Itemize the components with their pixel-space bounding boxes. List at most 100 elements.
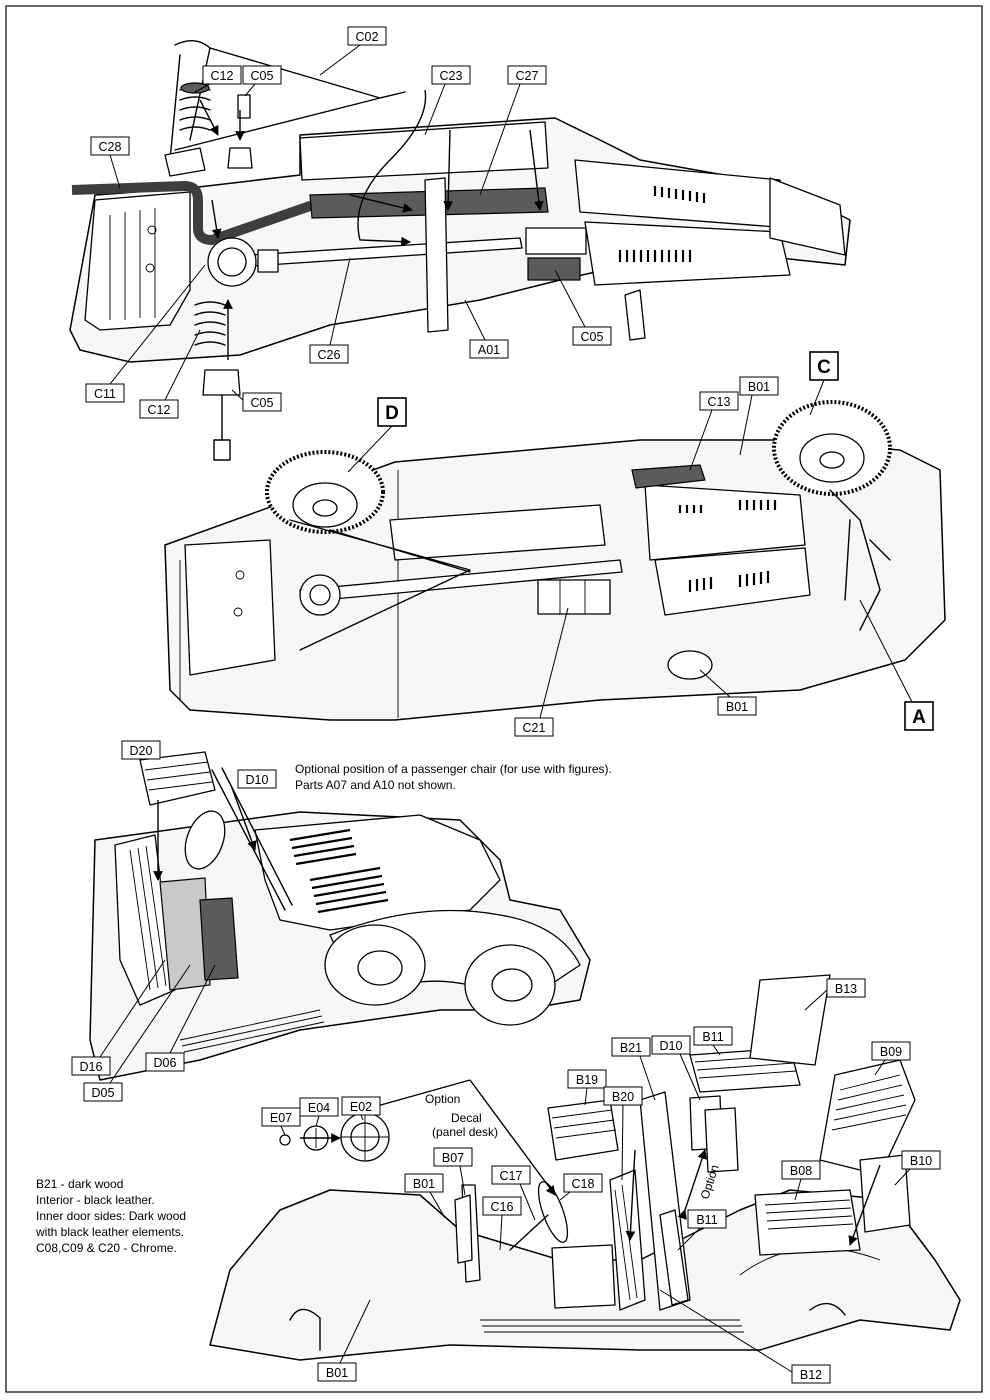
callout-e07: E07 <box>261 1107 301 1136</box>
svg-text:B01: B01 <box>726 700 748 714</box>
svg-text:B01: B01 <box>413 1177 435 1191</box>
paint-note-line1: B21 - dark wood <box>36 1177 123 1191</box>
svg-text:E02: E02 <box>350 1100 372 1114</box>
passenger-chair-note-line2: Parts A07 and A10 not shown. <box>295 778 456 792</box>
callout-d05: D05 <box>83 964 191 1102</box>
svg-text:C02: C02 <box>356 30 379 44</box>
svg-text:B11: B11 <box>696 1213 717 1227</box>
callout-c02: C02 <box>319 26 387 76</box>
callout-b09: B09 <box>871 1041 911 1076</box>
svg-text:C17: C17 <box>500 1169 523 1183</box>
svg-text:B21: B21 <box>620 1041 642 1055</box>
svg-text:C05: C05 <box>581 330 604 344</box>
section-marker-d: D <box>347 397 407 473</box>
callout-c05-mid: C05 <box>554 269 612 346</box>
svg-text:C05: C05 <box>251 69 274 83</box>
callout-c16: C16 <box>482 1196 522 1251</box>
callout-b11-side: B11 <box>677 1209 727 1251</box>
svg-text:D06: D06 <box>154 1056 177 1070</box>
svg-text:B07: B07 <box>442 1151 464 1165</box>
svg-text:B08: B08 <box>790 1164 812 1178</box>
svg-text:B01: B01 <box>748 380 770 394</box>
callout-e04: E04 <box>299 1097 339 1127</box>
callout-b21: B21 <box>611 1037 656 1101</box>
callout-b20: B20 <box>603 1086 643 1181</box>
callout-c26: C26 <box>309 257 351 364</box>
callout-d20: D20 <box>121 740 161 760</box>
callout-b19: B19 <box>567 1069 607 1106</box>
svg-text:A01: A01 <box>478 343 500 357</box>
louvers-top <box>618 186 706 262</box>
callout-d10-body: D10 <box>651 1035 701 1101</box>
interior-view-drawing <box>89 751 591 1081</box>
svg-text:D: D <box>385 403 399 424</box>
svg-text:A: A <box>912 707 926 728</box>
callout-c18: C18 <box>559 1173 603 1201</box>
callout-c05-top: C05 <box>242 65 282 97</box>
svg-text:C11: C11 <box>94 387 116 401</box>
svg-text:D20: D20 <box>130 744 153 758</box>
svg-text:C21: C21 <box>523 721 546 735</box>
svg-text:B19: B19 <box>576 1073 598 1087</box>
callout-c05-bottom: C05 <box>231 389 282 412</box>
callout-d16: D16 <box>71 959 166 1076</box>
svg-text:D10: D10 <box>660 1039 683 1053</box>
decal-label-line2: (panel desk) <box>432 1125 498 1139</box>
body-assembly-drawing <box>209 974 961 1361</box>
svg-text:C28: C28 <box>99 140 122 154</box>
callout-b01-bottom: B01 <box>317 1299 371 1382</box>
callout-c12-bottom: C12 <box>139 329 201 419</box>
callout-b11-top: B11 <box>693 1026 733 1056</box>
callout-b01-left: B01 <box>404 1173 446 1219</box>
svg-text:D05: D05 <box>92 1086 115 1100</box>
svg-text:C26: C26 <box>318 348 341 362</box>
callout-c17: C17 <box>491 1165 536 1221</box>
svg-text:B13: B13 <box>835 982 857 996</box>
section-marker-a: A <box>859 599 934 731</box>
option-label-top: Option <box>425 1092 460 1106</box>
svg-text:C18: C18 <box>572 1177 595 1191</box>
frame-chassis-drawing <box>69 40 851 461</box>
svg-text:C12: C12 <box>211 69 234 83</box>
callout-e02: E02 <box>341 1096 381 1121</box>
callout-c12-top: C12 <box>194 65 242 93</box>
section-marker-c: C <box>809 351 839 416</box>
svg-text:C05: C05 <box>251 396 274 410</box>
svg-text:B10: B10 <box>910 1154 932 1168</box>
page-border <box>5 5 983 1393</box>
callout-b07: B07 <box>433 1147 473 1196</box>
svg-text:C16: C16 <box>491 1200 514 1214</box>
callout-c11: C11 <box>85 264 206 403</box>
decal-label-line1: Decal <box>451 1111 482 1125</box>
svg-text:B20: B20 <box>612 1090 634 1104</box>
svg-text:C23: C23 <box>440 69 463 83</box>
callout-c27: C27 <box>479 65 547 196</box>
passenger-chair-note-line1: Optional position of a passenger chair (… <box>295 762 612 776</box>
spring-bottom <box>194 301 226 346</box>
svg-text:B01: B01 <box>326 1366 348 1380</box>
svg-text:E04: E04 <box>308 1101 330 1115</box>
callout-a01: A01 <box>464 299 509 359</box>
svg-text:B12: B12 <box>800 1368 822 1382</box>
assembled-chassis-drawing <box>164 400 946 721</box>
svg-text:D10: D10 <box>246 773 269 787</box>
callout-b12: B12 <box>659 1289 831 1384</box>
svg-text:C27: C27 <box>516 69 539 83</box>
hood-vents <box>289 828 389 914</box>
callout-c21: C21 <box>514 607 569 737</box>
callout-d06: D06 <box>145 964 216 1072</box>
paint-note-line3: Inner door sides: Dark wood <box>36 1209 186 1223</box>
svg-text:E07: E07 <box>270 1111 292 1125</box>
option-label-side: Option <box>698 1163 722 1201</box>
callout-c23: C23 <box>424 65 471 136</box>
callout-c28: C28 <box>90 136 130 189</box>
paint-note-line5: C08,C09 & C20 - Chrome. <box>36 1241 177 1255</box>
paint-note-line2: Interior - black leather. <box>36 1193 155 1207</box>
wheel-rear <box>265 450 385 534</box>
svg-text:B09: B09 <box>880 1045 902 1059</box>
callout-b10: B10 <box>894 1150 941 1186</box>
callout-c13: C13 <box>689 391 739 471</box>
svg-text:C12: C12 <box>148 403 171 417</box>
paint-note-line4: with black leather elements. <box>35 1225 184 1239</box>
